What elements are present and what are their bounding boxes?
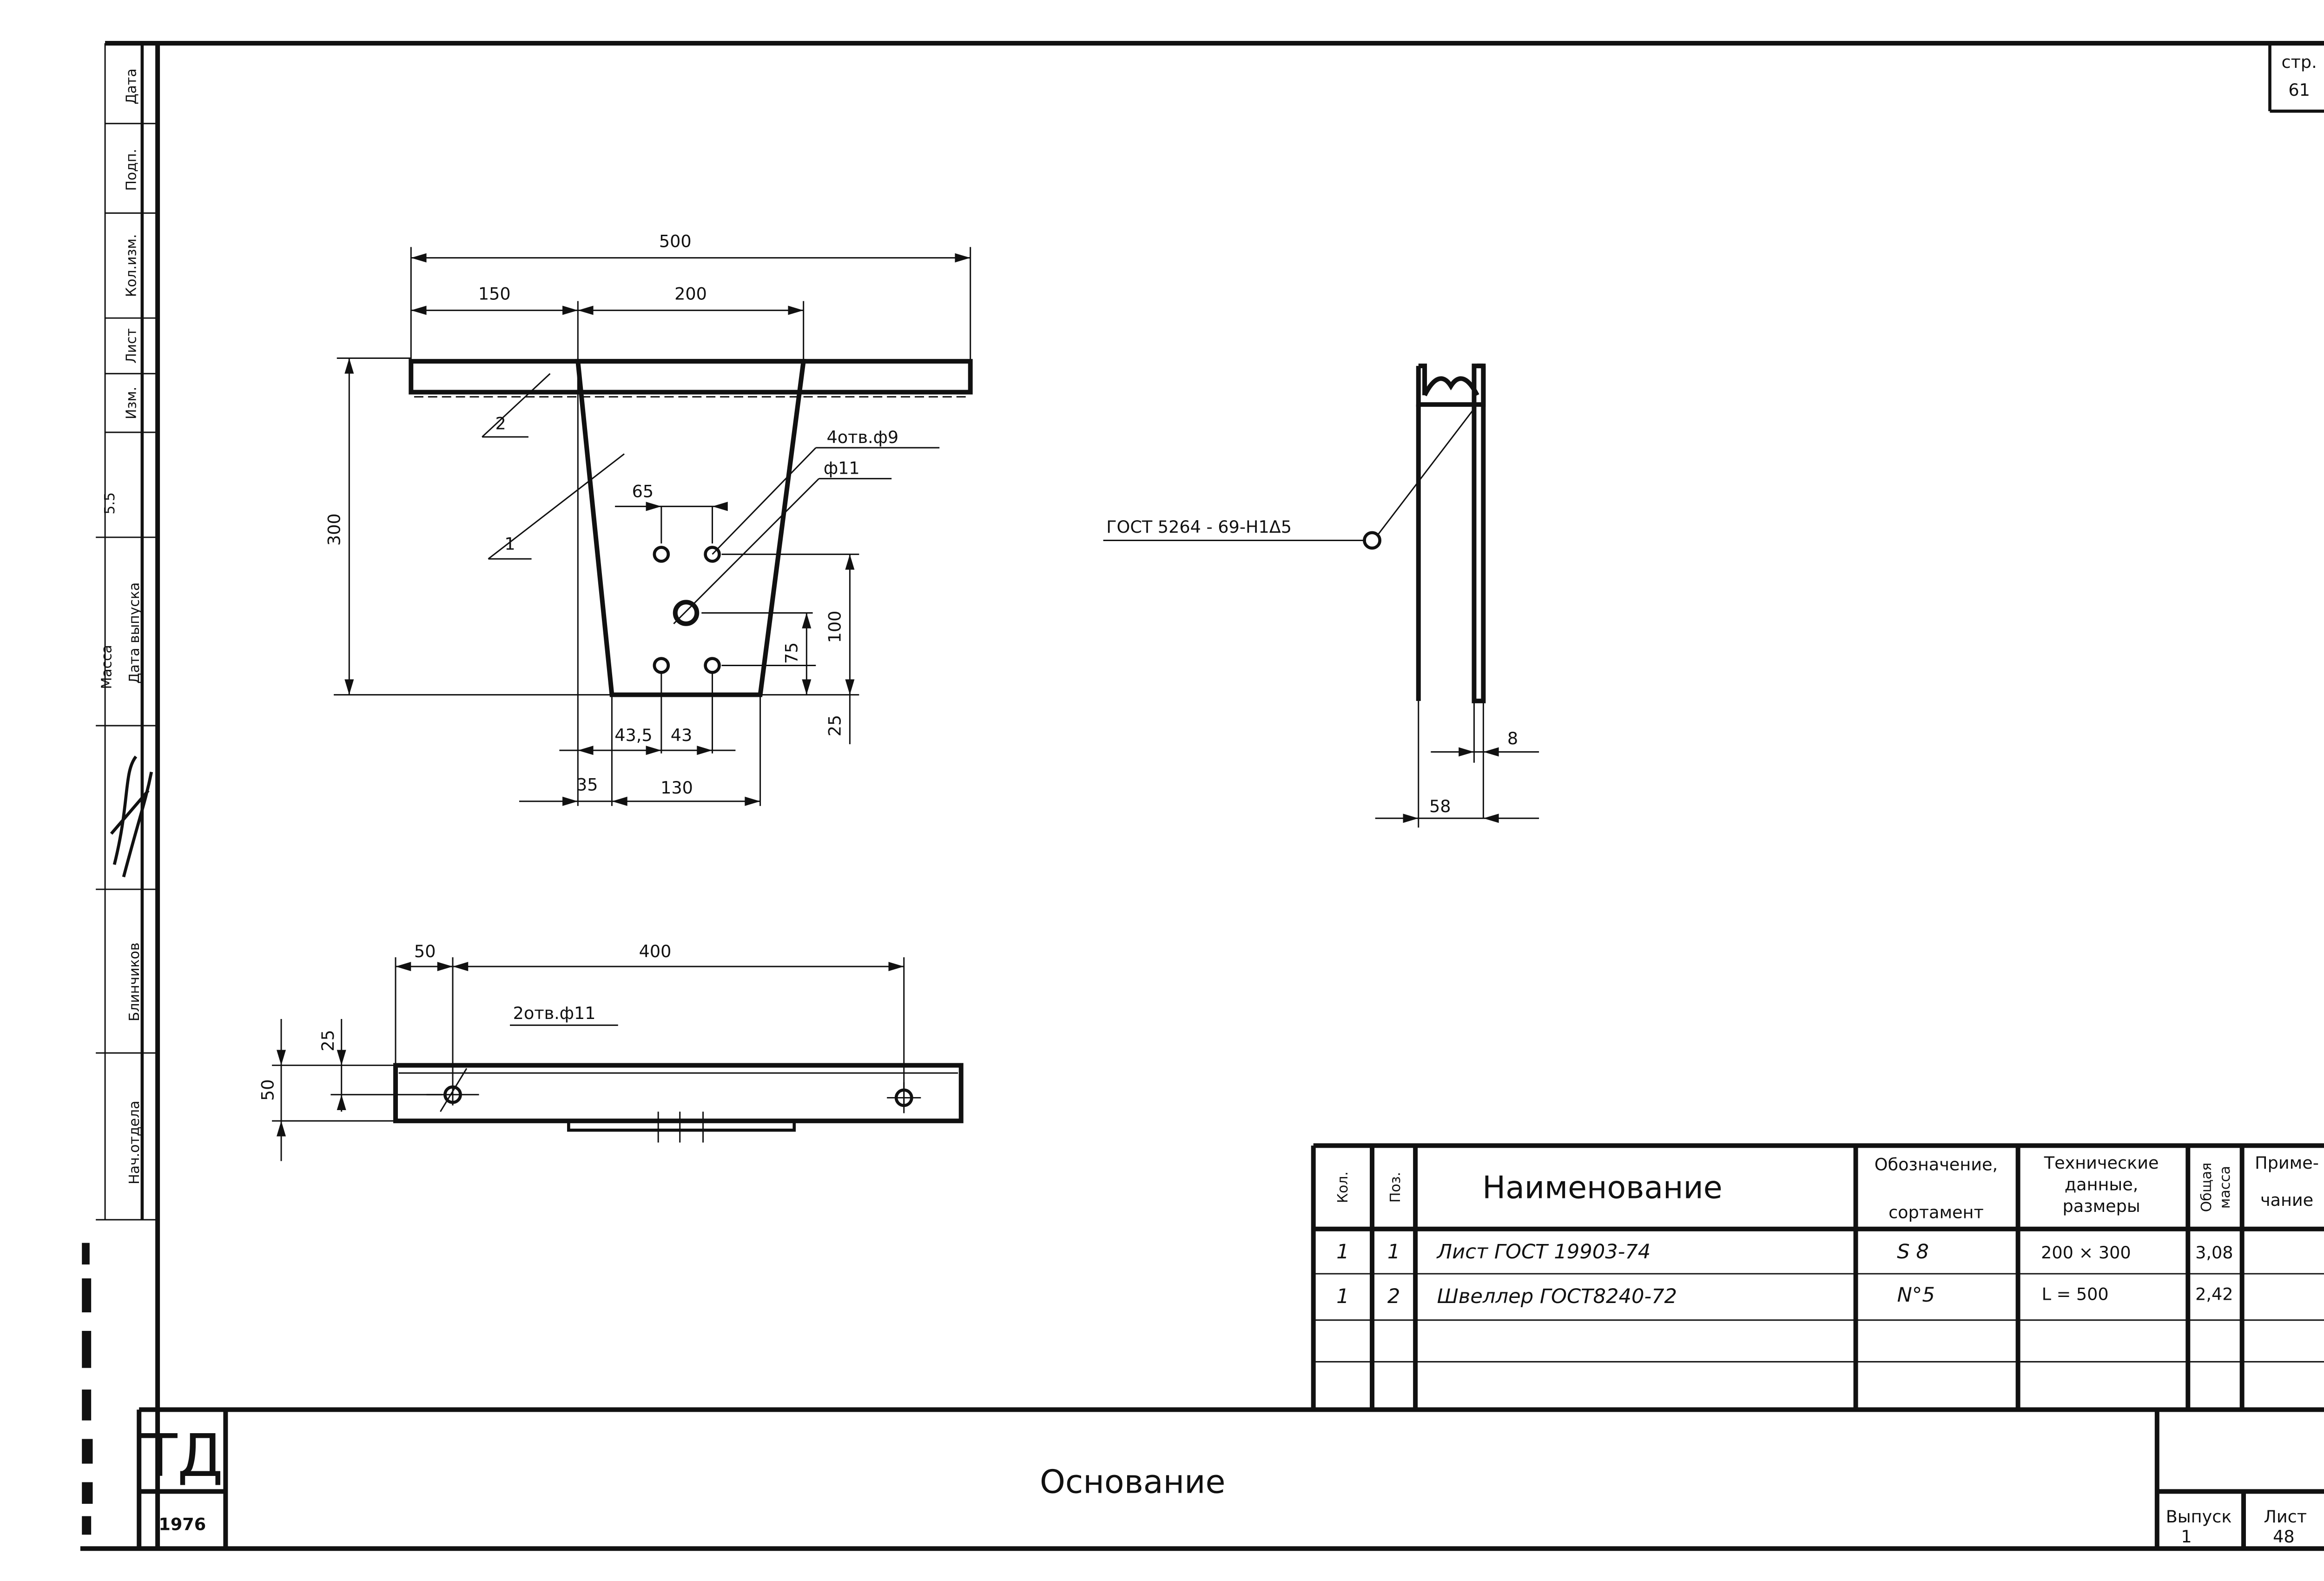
row-1-pos: 1: [1387, 1240, 1400, 1263]
strip-label-sheet: Лист: [124, 328, 140, 364]
dim-500: 500: [410, 231, 971, 362]
drawing-title: Основание: [1040, 1463, 1226, 1501]
header-mass-2: масса: [2217, 1166, 2233, 1209]
title-block: ТД 1976 Основание Выпуск 1 Лист 48: [137, 1407, 2324, 1549]
strip-sheet-value: 5.5: [102, 492, 118, 515]
header-name: Наименование: [1482, 1169, 1723, 1205]
strip-person-surname: Блинчиков: [126, 943, 143, 1022]
channel-profile: [1416, 364, 1486, 407]
dim-500-label: 500: [659, 231, 692, 251]
dim-43-label: 43: [671, 725, 693, 745]
row-1-designation: S 8: [1897, 1240, 1929, 1263]
strip-mass-label: Масса: [99, 645, 115, 689]
issue-value: 1: [2181, 1527, 2192, 1547]
channel-underside-plate: [567, 1119, 796, 1132]
weld-note-text: ГОСТ 5264 - 69-Н1Δ5: [1106, 517, 1292, 537]
header-pos: Поз.: [1387, 1172, 1404, 1203]
dim-43-5-label: 43,5: [614, 725, 652, 745]
issue-label: Выпуск: [2166, 1507, 2232, 1527]
row-1-tech: 200 × 300: [2041, 1243, 2131, 1263]
dim-100-label: 100: [825, 611, 845, 643]
dim-65-label: 65: [632, 481, 654, 501]
stamp-fragment: [82, 1243, 93, 1535]
dim-right-100-75-25: 100 75 25: [701, 553, 859, 744]
handwritten-signature: [110, 755, 153, 878]
dim-150-label: 150: [478, 284, 511, 304]
header-note-2: чание: [2260, 1190, 2313, 1210]
header-note-1: Приме-: [2255, 1153, 2319, 1173]
dim-400-label: 400: [639, 941, 672, 961]
row-2-mass: 2,42: [2195, 1284, 2233, 1304]
dim-65: 65: [615, 481, 728, 544]
left-revision-strip: Дата Подп. Кол.изм. Лист Изм. 5.5 Масса …: [82, 43, 158, 1535]
header-designation-1: Обозначение,: [1875, 1155, 1998, 1175]
dim-35-label: 35: [576, 775, 598, 795]
dim-130-label: 130: [660, 778, 693, 798]
dim-300: 300: [324, 357, 612, 696]
header-tech-2: данные,: [2065, 1175, 2138, 1195]
position-label-2: 2: [495, 413, 506, 433]
strip-label-date: Дата: [124, 68, 140, 104]
header-mass-1: Общая: [2199, 1163, 2215, 1212]
holes-callout: 2отв.ф11: [510, 1003, 618, 1026]
row-1-mass: 3,08: [2195, 1243, 2233, 1263]
dim-8-label: 8: [1507, 728, 1518, 748]
sheet-frame: [80, 41, 2324, 1551]
channel-holes: [426, 1068, 921, 1113]
dim-50-side-label: 50: [257, 1079, 277, 1101]
sheet-label: Лист: [2264, 1507, 2307, 1527]
table-row: 1 1 Лист ГОСТ 19903-74 S 8 200 × 300 3,0…: [1336, 1240, 2233, 1263]
position-label-1: 1: [504, 534, 515, 554]
channel-view: 50 400 2отв.ф11 25 50: [257, 941, 964, 1161]
callouts: 4отв.ф9 ф11 1 2: [482, 373, 940, 624]
plan-view: 500 150 200 300 65: [324, 231, 973, 806]
dim-58-label: 58: [1429, 796, 1451, 816]
row-2-qty: 1: [1336, 1285, 1349, 1308]
dim-50-top-label: 50: [414, 941, 436, 961]
dim-75-label: 75: [781, 642, 801, 664]
page-number-box: стр. 61: [2268, 43, 2324, 113]
header-tech-3: размеры: [2063, 1196, 2140, 1216]
strip-label-change: Изм.: [124, 387, 140, 419]
dim-left-25-50: 25 50: [257, 1019, 442, 1161]
table-row: 1 2 Швеллер ГОСТ8240-72 N°5 L = 500 2,42: [1336, 1283, 2233, 1308]
page-label: стр.: [2282, 52, 2317, 72]
row-1-name: Лист ГОСТ 19903-74: [1436, 1240, 1651, 1263]
dim-58: 58: [1375, 701, 1539, 828]
side-view: ГОСТ 5264 - 69-Н1Δ5 8 58: [1103, 364, 1539, 828]
strip-release-date-label: Дата выпуска: [126, 582, 143, 684]
page-number: 61: [2288, 80, 2310, 100]
spec-table: Кол. Поз. Наименование Обозначение, сорт…: [1311, 1143, 2324, 1410]
weld-note: ГОСТ 5264 - 69-Н1Δ5: [1103, 410, 1473, 550]
row-2-tech: L = 500: [2042, 1284, 2109, 1304]
year: 1976: [158, 1514, 206, 1534]
strip-label-sign: Подп.: [124, 149, 140, 191]
logo: ТД: [141, 1422, 223, 1490]
header-tech-1: Технические: [2044, 1153, 2159, 1173]
plate-holes: [653, 546, 721, 674]
dim-150-200: 150 200: [411, 284, 805, 362]
dim-50-400: 50 400: [395, 941, 905, 1106]
row-2-name: Швеллер ГОСТ8240-72: [1437, 1285, 1677, 1308]
header-designation-2: сортамент: [1888, 1203, 1984, 1223]
side-plate: [1472, 364, 1486, 703]
channel-flange: [409, 359, 973, 395]
dim-8: 8: [1431, 701, 1539, 819]
sheet-value: 48: [2273, 1527, 2295, 1547]
row-2-pos: 2: [1387, 1285, 1400, 1308]
dim-bottom: 43,5 43 35 130: [519, 361, 761, 806]
callout-center-hole: ф11: [824, 458, 860, 478]
dim-300-label: 300: [324, 513, 344, 546]
strip-dept-head-label: Нач.отдела: [126, 1101, 143, 1184]
strip-label-qty-changes: Кол.изм.: [124, 234, 140, 297]
dim-25-label: 25: [825, 715, 845, 736]
callout-small-holes: 4отв.ф9: [827, 427, 899, 447]
dim-25-label: 25: [318, 1030, 338, 1051]
row-1-qty: 1: [1336, 1240, 1349, 1263]
header-qty: Кол.: [1335, 1171, 1351, 1203]
holes-label: 2отв.ф11: [513, 1003, 596, 1023]
dim-200-label: 200: [674, 284, 707, 304]
row-2-designation: N°5: [1897, 1283, 1934, 1307]
